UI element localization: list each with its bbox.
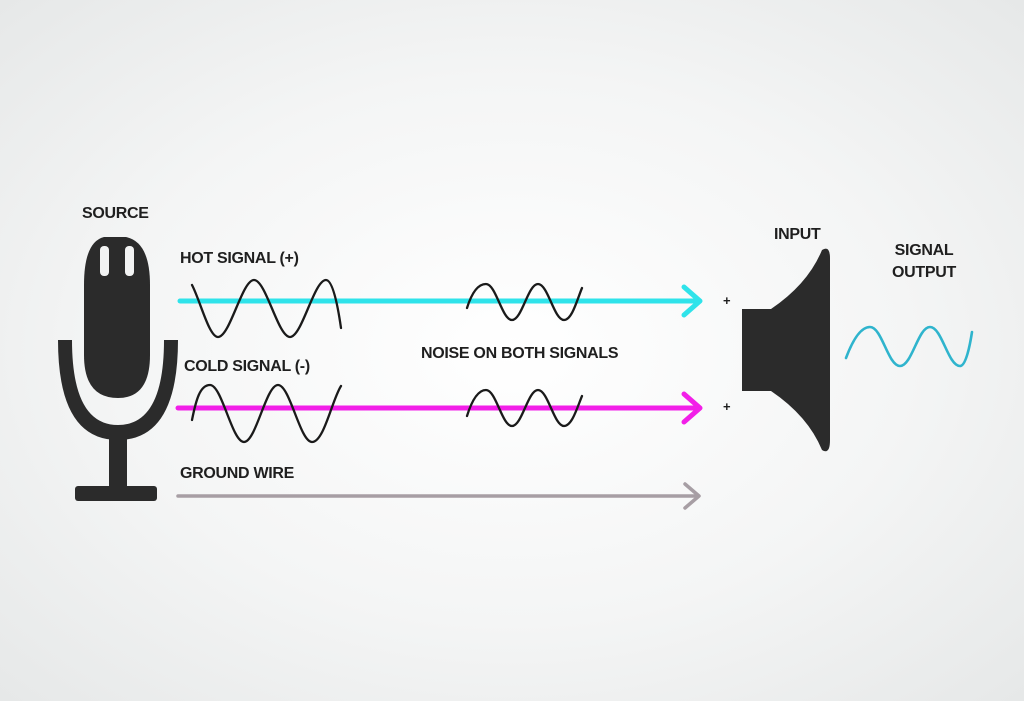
microphone-icon (58, 237, 178, 501)
noise-label: NOISE ON BOTH SIGNALS (421, 345, 619, 362)
noise-wave-hot (465, 282, 584, 322)
hot-signal-wire (177, 284, 703, 318)
cold-signal-wave (190, 383, 343, 444)
signal-output-label-line2: OUTPUT (892, 264, 956, 281)
signal-output-wave (844, 325, 974, 368)
cold-signal-wire (175, 391, 703, 425)
source-label: SOURCE (82, 205, 149, 222)
cold-signal-label: COLD SIGNAL (-) (184, 358, 310, 375)
hot-signal-label: HOT SIGNAL (+) (180, 250, 299, 267)
microphone-grille-icon (100, 246, 134, 276)
speaker-icon (742, 248, 830, 452)
ground-wire-label: GROUND WIRE (180, 465, 295, 482)
ground-wire (176, 482, 701, 510)
signal-output-label: SIGNAL OUTPUT (876, 240, 972, 284)
noise-wave-cold (465, 388, 584, 428)
hot-plus-terminal: + (723, 293, 731, 308)
input-label: INPUT (774, 226, 821, 243)
cold-plus-terminal: + (723, 399, 731, 414)
hot-signal-wave (190, 278, 343, 339)
signal-output-label-line1: SIGNAL (894, 242, 954, 259)
